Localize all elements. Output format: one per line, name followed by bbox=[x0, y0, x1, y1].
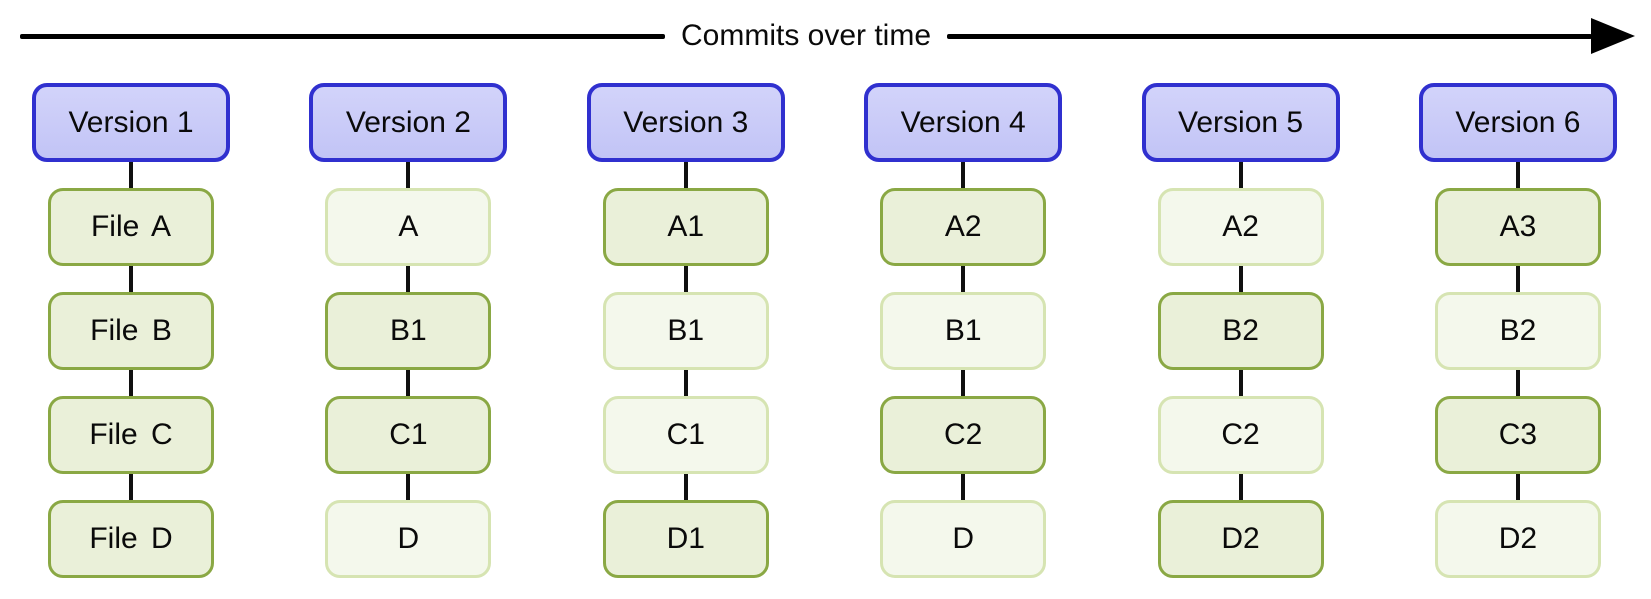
file-box: B1 bbox=[325, 292, 492, 370]
timeline-arrow: Commits over time bbox=[20, 16, 1636, 56]
file-box: B2 bbox=[1434, 292, 1601, 370]
version-column-1: Version 1 File A File B File C File D bbox=[32, 83, 230, 578]
connector-line bbox=[129, 162, 133, 188]
file-box: D2 bbox=[1434, 500, 1601, 578]
file-box: C3 bbox=[1434, 396, 1601, 474]
connector-line bbox=[1515, 474, 1520, 500]
connector-line bbox=[1238, 474, 1243, 500]
arrowhead-icon bbox=[1591, 18, 1636, 54]
connector-line bbox=[406, 162, 411, 188]
file-box: A1 bbox=[602, 188, 769, 266]
connector-line bbox=[129, 370, 133, 396]
version-column-4: Version 4 A2 B1 C2 D bbox=[864, 83, 1063, 578]
connector-line bbox=[961, 266, 966, 292]
version-columns: Version 1 File A File B File C File D Ve… bbox=[32, 83, 1617, 578]
file-box: C1 bbox=[602, 396, 769, 474]
file-box: File C bbox=[48, 396, 214, 474]
version-box: Version 1 bbox=[32, 83, 230, 162]
connector-line bbox=[961, 370, 966, 396]
version-box: Version 3 bbox=[586, 83, 785, 162]
file-box: C1 bbox=[325, 396, 492, 474]
connector-line bbox=[129, 474, 133, 500]
file-box: B1 bbox=[880, 292, 1047, 370]
connector-line bbox=[683, 266, 688, 292]
file-box: D bbox=[325, 500, 492, 578]
connector-line bbox=[1238, 370, 1243, 396]
connector-line bbox=[683, 370, 688, 396]
version-box: Version 6 bbox=[1418, 83, 1617, 162]
arrow-line-left bbox=[20, 33, 665, 39]
connector-line bbox=[129, 266, 133, 292]
arrow-line-right bbox=[947, 33, 1593, 39]
file-box: B1 bbox=[602, 292, 769, 370]
connector-line bbox=[683, 162, 688, 188]
file-box: File A bbox=[48, 188, 214, 266]
file-box: D2 bbox=[1157, 500, 1324, 578]
connector-line bbox=[961, 162, 966, 188]
connector-line bbox=[406, 266, 411, 292]
file-box: D1 bbox=[602, 500, 769, 578]
connector-line bbox=[683, 474, 688, 500]
file-box: A bbox=[325, 188, 492, 266]
version-box: Version 2 bbox=[309, 83, 508, 162]
connector-line bbox=[1515, 370, 1520, 396]
file-box: A2 bbox=[880, 188, 1047, 266]
version-box: Version 5 bbox=[1141, 83, 1340, 162]
file-box: A2 bbox=[1157, 188, 1324, 266]
file-box: B2 bbox=[1157, 292, 1324, 370]
connector-line bbox=[406, 474, 411, 500]
file-box: C2 bbox=[1157, 396, 1324, 474]
connector-line bbox=[406, 370, 411, 396]
version-box: Version 4 bbox=[864, 83, 1063, 162]
version-column-2: Version 2 A B1 C1 D bbox=[309, 83, 508, 578]
connector-line bbox=[1515, 266, 1520, 292]
file-box: C2 bbox=[880, 396, 1047, 474]
version-column-5: Version 5 A2 B2 C2 D2 bbox=[1141, 83, 1340, 578]
connector-line bbox=[1238, 266, 1243, 292]
file-box: A3 bbox=[1434, 188, 1601, 266]
file-box: File D bbox=[48, 500, 214, 578]
version-column-6: Version 6 A3 B2 C3 D2 bbox=[1418, 83, 1617, 578]
file-box: D bbox=[880, 500, 1047, 578]
timeline-label: Commits over time bbox=[680, 19, 932, 52]
connector-line bbox=[1238, 162, 1243, 188]
connector-line bbox=[1515, 162, 1520, 188]
version-column-3: Version 3 A1 B1 C1 D1 bbox=[586, 83, 785, 578]
file-box: File B bbox=[48, 292, 214, 370]
connector-line bbox=[961, 474, 966, 500]
